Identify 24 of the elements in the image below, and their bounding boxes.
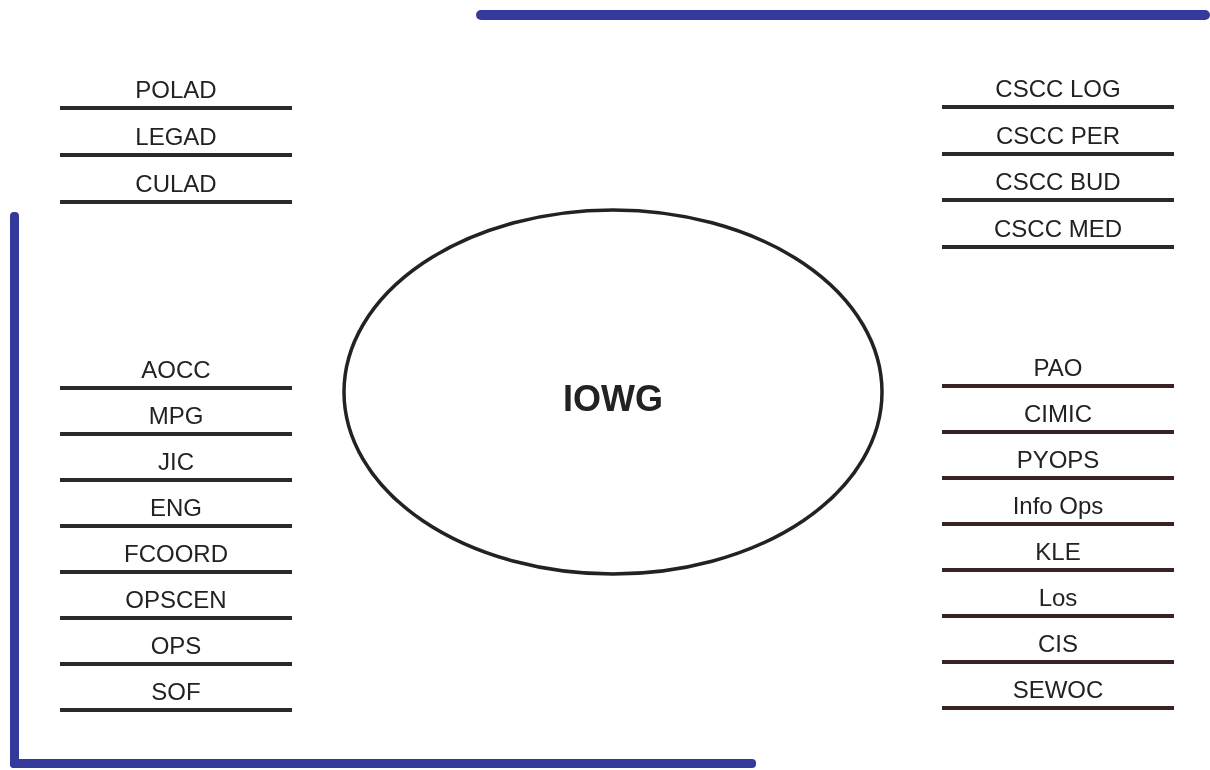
unit-label: AOCC: [60, 354, 292, 390]
unit-label: KLE: [942, 536, 1174, 572]
unit-label: SOF: [60, 676, 292, 712]
unit-label: CSCC BUD: [942, 166, 1174, 202]
unit-label: CSCC LOG: [942, 73, 1174, 109]
node-title: IOWG: [563, 378, 663, 420]
unit-label: Info Ops: [942, 490, 1174, 526]
unit-label: CSCC MED: [942, 212, 1174, 249]
unit-label: LEGAD: [60, 121, 292, 157]
unit-label: OPSCEN: [60, 584, 292, 620]
unit-label: PAO: [942, 352, 1174, 388]
unit-label: Los: [942, 582, 1174, 618]
unit-label: CSCC PER: [942, 119, 1174, 156]
unit-label: CIMIC: [942, 398, 1174, 434]
unit-label: MPG: [60, 400, 292, 436]
unit-label: SEWOC: [942, 674, 1174, 710]
unit-label: ENG: [60, 492, 292, 528]
unit-label: FCOORD: [60, 538, 292, 574]
unit-label: PYOPS: [942, 444, 1174, 480]
unit-label: JIC: [60, 446, 292, 482]
unit-label: CULAD: [60, 168, 292, 204]
unit-label: OPS: [60, 630, 292, 666]
unit-label: POLAD: [60, 74, 292, 110]
unit-label: CIS: [942, 628, 1174, 664]
